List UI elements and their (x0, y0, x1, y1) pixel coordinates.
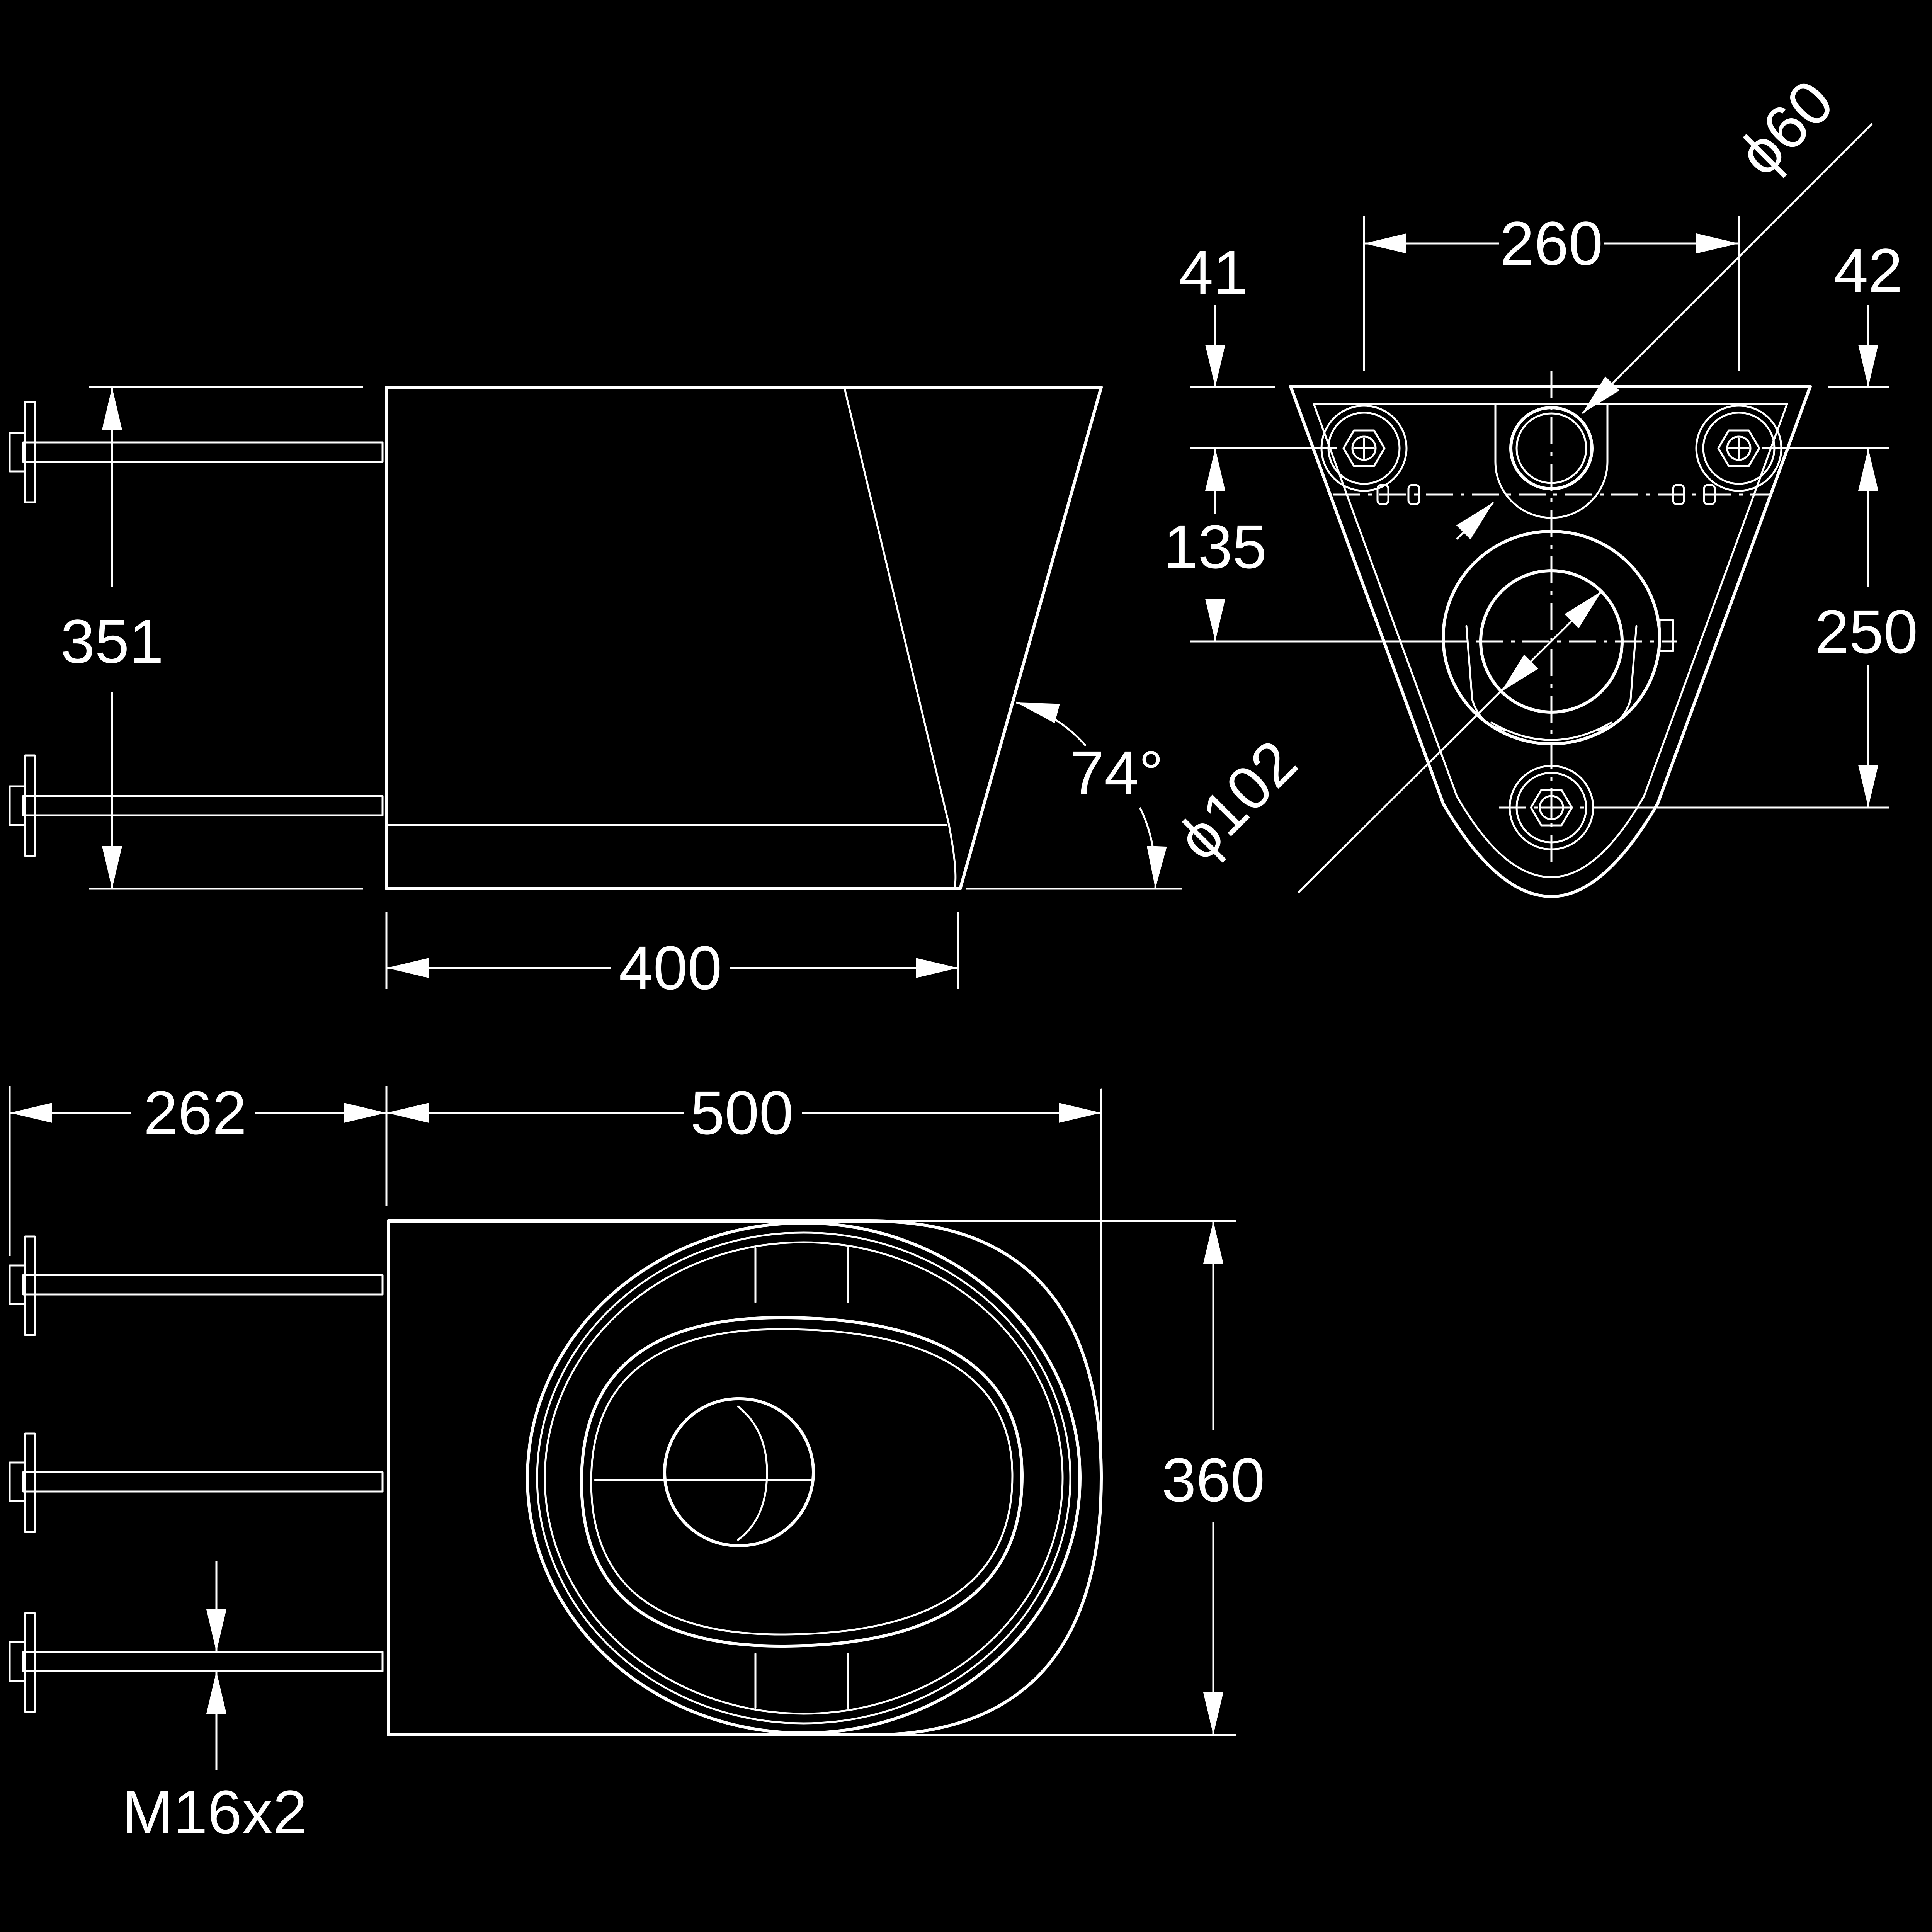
dim-m16: M16x2 (122, 1561, 307, 1847)
top-bowl-inner (580, 1316, 1024, 1648)
top-seat-blocks (754, 1247, 849, 1709)
dim-260-label: 260 (1500, 209, 1603, 278)
top-bolt-1 (9, 1235, 384, 1336)
dim-135: 135 (1164, 512, 1464, 643)
top-bolt-3 (9, 1612, 384, 1713)
top-bowl-inner-2 (590, 1328, 1014, 1636)
dim-250: 250 (1592, 597, 1918, 809)
dim-41-label: 41 (1179, 238, 1248, 307)
dim-phi102-label: ϕ102 (1163, 727, 1310, 873)
dim-360-label: 360 (1162, 1445, 1265, 1514)
top-drain (594, 1397, 815, 1547)
dim-360: 360 (889, 1220, 1265, 1736)
side-rim-line (843, 386, 957, 890)
dim-angle-74: 74° (966, 692, 1182, 890)
dim-351-label: 351 (61, 607, 164, 676)
top-rim-outer (526, 1221, 1082, 1735)
front-outlet (1442, 530, 1674, 745)
dim-phi102: ϕ102 (1163, 584, 1609, 893)
dim-41: 41 (1179, 238, 1337, 514)
top-view: 262 500 360 M16x2 (9, 1078, 1265, 1847)
front-inner-outline (1313, 403, 1788, 878)
dim-400: 400 (385, 912, 959, 1002)
front-view: ϕ60 260 41 135 (1163, 67, 1918, 898)
side-body-outline (385, 386, 1103, 890)
side-view: 351 400 74° (9, 386, 1182, 1002)
front-small-holes (1376, 484, 1716, 505)
dim-250-label: 250 (1815, 597, 1918, 666)
dim-135-label: 135 (1164, 512, 1267, 581)
dim-400-label: 400 (619, 933, 722, 1002)
dim-74-label: 74° (1070, 738, 1163, 807)
top-bolt-2 (9, 1432, 384, 1533)
dim-phi60: ϕ60 (1456, 67, 1873, 540)
side-bolt-upper (9, 401, 384, 503)
dim-500-label: 500 (690, 1078, 794, 1147)
front-water-inlet (1494, 403, 1609, 519)
top-rim-outer-2 (536, 1231, 1071, 1725)
dim-262-label: 262 (144, 1078, 247, 1147)
top-rim-outer-3 (544, 1241, 1064, 1715)
dim-m16-label: M16x2 (122, 1777, 307, 1847)
dim-42-label: 42 (1834, 236, 1903, 305)
dim-260: 260 (1363, 209, 1740, 371)
dim-262-500: 262 500 (9, 1078, 1101, 1256)
top-body-outline (387, 1219, 1103, 1736)
dim-phi60-label: ϕ60 (1725, 67, 1847, 189)
side-bolt-lower (9, 754, 384, 857)
dim-351: 351 (61, 386, 363, 890)
front-body-outline (1289, 385, 1812, 898)
dim-42: 42 (1762, 236, 1903, 587)
